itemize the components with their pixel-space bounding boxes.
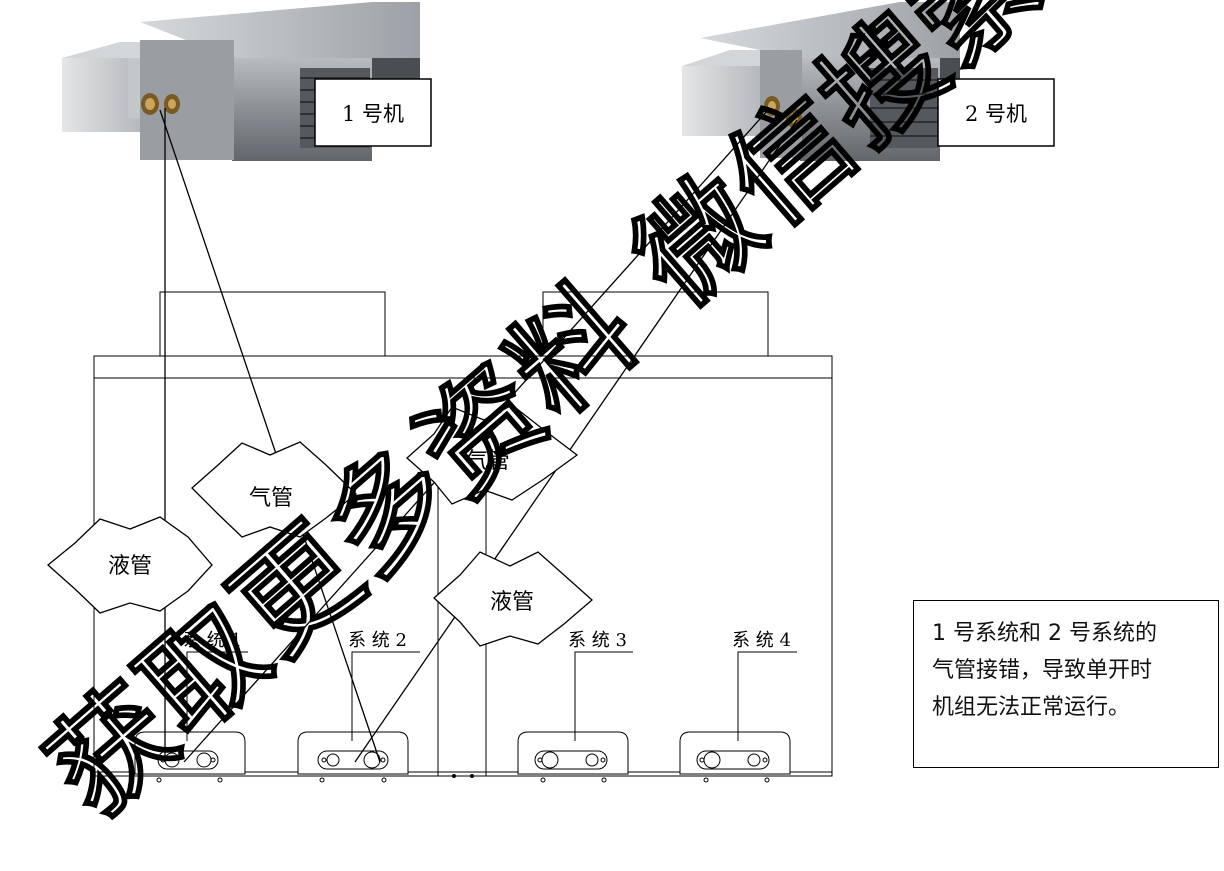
system-2-label: 系 统 2 bbox=[348, 630, 407, 651]
gas-pipe-label-left: 气管 bbox=[249, 486, 293, 511]
unit-2-label: 2 号机 bbox=[965, 102, 1027, 126]
note-line-1: 1 号系统和 2 号系统的 bbox=[932, 621, 1157, 646]
gas-pipe-label-right: 气管 bbox=[466, 449, 510, 474]
valve-panel-3 bbox=[517, 731, 629, 775]
callout-gas-left: 气管 bbox=[191, 441, 357, 538]
unit-1-label-box: 1 号机 bbox=[314, 78, 432, 147]
system-1-label: 系 统 1 bbox=[183, 630, 242, 651]
fan-hood-left bbox=[159, 291, 386, 357]
explanation-note: 1 号系统和 2 号系统的 气管接错，导致单开时 机组无法正常运行。 bbox=[913, 600, 1219, 768]
liquid-pipe-label-right: 液管 bbox=[490, 590, 534, 615]
valve-panel-2 bbox=[297, 731, 409, 775]
callout-liquid-right: 液管 bbox=[433, 551, 593, 647]
callout-liquid-left: 液管 bbox=[46, 516, 213, 614]
system-labels bbox=[186, 651, 797, 741]
valve-panels bbox=[134, 731, 791, 775]
unit-2-label-box: 2 号机 bbox=[937, 78, 1055, 147]
note-line-3: 机组无法正常运行。 bbox=[932, 695, 1131, 720]
callout-gas-right: 气管 bbox=[406, 404, 579, 505]
valve-panel-4 bbox=[679, 731, 791, 775]
note-line-2: 气管接错，导致单开时 bbox=[932, 658, 1153, 683]
system-4-label: 系 统 4 bbox=[732, 630, 791, 651]
gas-pipe-unit1-to-system2 bbox=[159, 109, 381, 763]
valve-panel-1 bbox=[134, 731, 246, 775]
liquid-pipe-2 bbox=[354, 119, 798, 763]
unit-1-label: 1 号机 bbox=[342, 102, 404, 126]
base-bolts bbox=[156, 774, 770, 783]
liquid-pipe-label-left: 液管 bbox=[108, 554, 152, 579]
system-3-label: 系 统 3 bbox=[568, 630, 627, 651]
